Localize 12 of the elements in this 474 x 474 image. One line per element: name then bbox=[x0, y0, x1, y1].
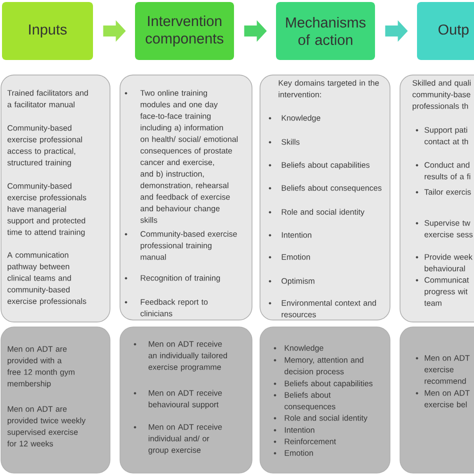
info-panel bbox=[260, 74, 390, 320]
info-panel bbox=[400, 74, 474, 322]
stage-header: Intervention components bbox=[135, 2, 234, 60]
info-panel bbox=[0, 74, 110, 322]
info-panel bbox=[260, 326, 390, 474]
info-panel bbox=[0, 326, 110, 474]
info-panel bbox=[400, 326, 474, 474]
stage-header: Inputs bbox=[2, 2, 93, 60]
stage-header: Outp bbox=[417, 2, 474, 60]
info-panel bbox=[120, 326, 252, 474]
stage-header: Mechanisms of action bbox=[276, 2, 375, 60]
info-panel bbox=[120, 74, 252, 320]
